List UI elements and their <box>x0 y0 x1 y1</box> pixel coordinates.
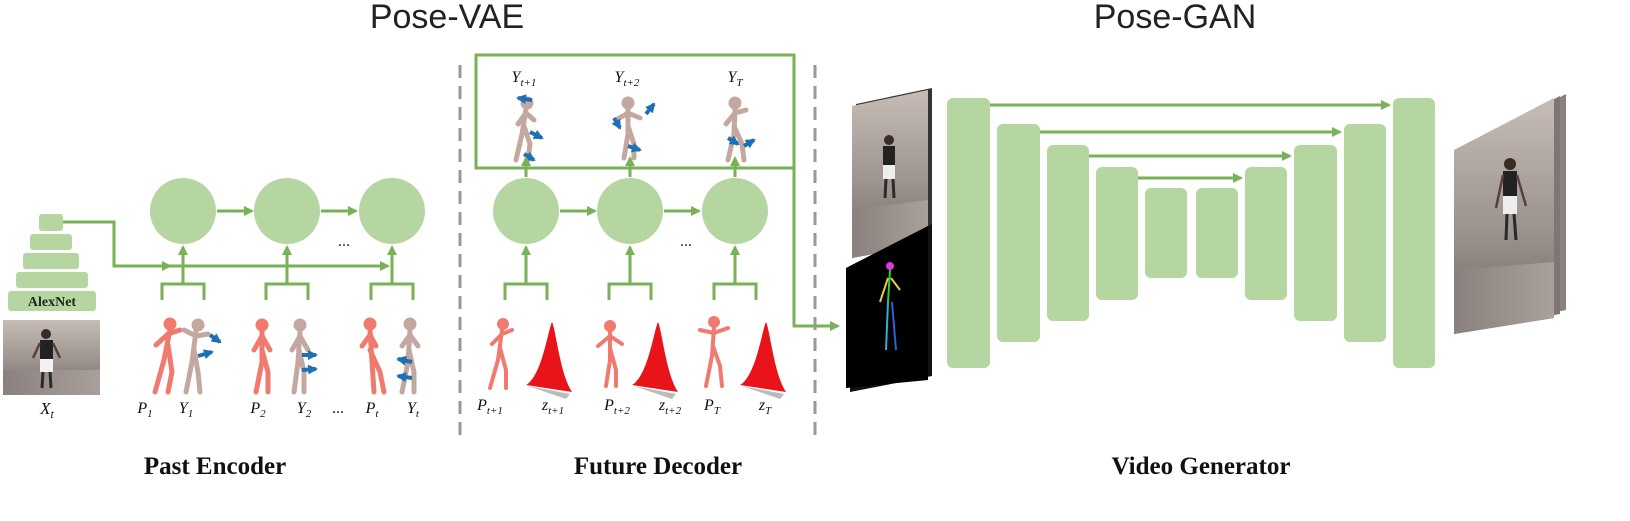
input-sub: t <box>51 407 55 421</box>
generator-output-frames <box>1454 94 1566 334</box>
decoder-block-3 <box>1294 145 1337 321</box>
label-z-T: zT <box>758 397 772 417</box>
alexnet-feature-lines <box>63 220 390 271</box>
label-yt: Yt <box>407 400 420 420</box>
generator-pose-map <box>846 224 932 392</box>
label-y-t2: Yt+2 <box>615 69 640 89</box>
pose-y2 <box>289 318 311 395</box>
unet-blocks <box>947 98 1435 368</box>
skip-connections <box>990 100 1391 183</box>
bottleneck-block-2 <box>1196 188 1238 278</box>
pose-p2 <box>251 318 273 395</box>
encoder-cell-2 <box>254 178 320 244</box>
past-pose-ellipsis: ... <box>332 400 344 417</box>
label-p-t2: Pt+2 <box>603 397 630 417</box>
pose-y-T <box>723 96 749 163</box>
pose-p-T <box>698 316 730 388</box>
future-output-labels: Yt+1 Yt+2 YT <box>512 69 744 89</box>
label-y2: Y2 <box>297 400 312 420</box>
decoder-block-4 <box>1245 167 1287 300</box>
future-input-poses <box>488 316 730 390</box>
pose-p-t2 <box>596 320 624 388</box>
decoder-cell-1 <box>493 178 559 244</box>
encoder-block-4 <box>1096 167 1138 300</box>
past-poses <box>152 317 421 395</box>
encoder-block-1 <box>947 98 990 368</box>
pose-y1 <box>181 318 211 395</box>
encoder-block-2 <box>997 124 1040 342</box>
pose-p1 <box>152 317 183 395</box>
past-encoder-cells <box>150 178 425 244</box>
label-z-t1: zt+1 <box>541 397 564 417</box>
label-pt: Pt <box>365 400 380 420</box>
pose-pt <box>359 317 387 395</box>
gaussian-z-t2 <box>632 322 678 392</box>
gaussian-z-t1 <box>526 322 572 392</box>
decoder-block-1 <box>1393 98 1435 368</box>
future-pose-labels: Pt+1 zt+1 Pt+2 zt+2 PT zT <box>476 397 772 417</box>
future-decoder-label: Future Decoder <box>574 453 742 480</box>
pose-gan-title: Pose-GAN <box>1094 0 1257 36</box>
gaussian-z-T <box>740 322 786 392</box>
bottleneck-block-1 <box>1145 188 1187 278</box>
future-decoder-cells <box>493 178 768 244</box>
encoder-cell-1 <box>150 178 216 244</box>
encoder-cell-3 <box>359 178 425 244</box>
decoder-block-2 <box>1344 124 1386 342</box>
pose-vae-title: Pose-VAE <box>370 0 524 36</box>
label-p-T: PT <box>703 397 721 417</box>
alexnet-stack: AlexNet <box>8 214 96 311</box>
pose-p-t1 <box>488 318 514 390</box>
past-pose-labels: P1 Y1 P2 Y2 ... Pt Yt <box>136 400 420 420</box>
past-motion-arrows <box>197 333 413 383</box>
label-p2: P2 <box>249 400 266 420</box>
decoder-cell-2 <box>597 178 663 244</box>
label-p1: P1 <box>136 400 152 420</box>
decoder-cell-3 <box>702 178 768 244</box>
label-y-t1: Yt+1 <box>512 69 537 89</box>
input-label: Xt <box>39 399 54 421</box>
past-encoder-label: Past Encoder <box>144 453 286 480</box>
future-decoder-ellipsis: ... <box>680 233 692 250</box>
label-p-t1: Pt+1 <box>476 397 503 417</box>
future-motion-arrows <box>516 94 756 162</box>
latent-gaussians <box>526 322 786 399</box>
pose-y-t1 <box>513 96 537 163</box>
video-generator-label: Video Generator <box>1112 453 1291 480</box>
label-y1: Y1 <box>179 400 193 420</box>
past-encoder-arrows <box>160 206 415 300</box>
pose-yt <box>399 317 421 395</box>
past-encoder-ellipsis: ... <box>338 233 350 250</box>
label-y-T: YT <box>727 69 743 89</box>
encoder-block-3 <box>1047 145 1089 321</box>
label-z-t2: zt+2 <box>658 397 682 417</box>
future-output-poses <box>513 96 749 163</box>
alexnet-label: AlexNet <box>28 295 77 310</box>
future-decoder-arrows <box>503 110 840 331</box>
input-frame <box>3 320 100 395</box>
